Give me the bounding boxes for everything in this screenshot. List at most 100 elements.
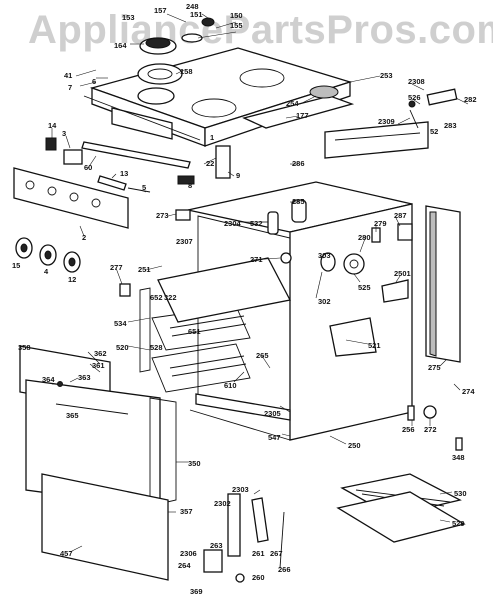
- callout-260: 260: [252, 573, 265, 582]
- callout-369: 369: [190, 587, 203, 596]
- flue-cover[interactable]: [309, 85, 339, 99]
- callout-274: 274: [462, 387, 475, 396]
- knob-15-center-icon: [20, 243, 28, 253]
- callout-287: 287: [394, 211, 407, 220]
- burner-opening-front-right: [191, 98, 237, 118]
- oven-bottom-2305[interactable]: [195, 393, 291, 421]
- callout-362: 362: [94, 349, 107, 358]
- part-2501[interactable]: [381, 279, 409, 303]
- oven-cavity-outline: [197, 215, 291, 421]
- part-303[interactable]: [320, 252, 336, 272]
- part-277[interactable]: [119, 283, 131, 297]
- bracket-part-9[interactable]: [215, 145, 231, 179]
- storage-drawer-rail[interactable]: [324, 121, 429, 159]
- part-256[interactable]: [407, 405, 415, 421]
- callout-267: 267: [270, 549, 283, 558]
- surface-burners: [137, 17, 215, 105]
- clock-part-60[interactable]: [63, 149, 83, 165]
- manifold-bracket-1[interactable]: [81, 141, 191, 169]
- callout-261: 261: [252, 549, 265, 558]
- callout-4: 4: [44, 267, 49, 276]
- broiler-pan-assembly: [336, 473, 466, 543]
- part-285[interactable]: [291, 199, 307, 223]
- valve-tube: [409, 109, 419, 129]
- gas-line-5: [127, 187, 151, 193]
- part-261[interactable]: [251, 497, 269, 543]
- callout-652: 652: [150, 293, 163, 302]
- side-bracket-521[interactable]: [329, 317, 377, 357]
- door-seal-350[interactable]: [149, 397, 177, 507]
- callout-357: 357: [180, 507, 193, 516]
- oven-side-rail: [139, 287, 151, 373]
- callout-13: 13: [120, 169, 128, 178]
- rack-rod-2: [171, 323, 247, 337]
- callout-547: 547: [268, 433, 281, 442]
- callout-9: 9: [236, 171, 240, 180]
- part-287[interactable]: [397, 223, 413, 241]
- callout-8: 8: [188, 181, 192, 190]
- callout-177: 177: [296, 111, 309, 120]
- callout-265: 265: [256, 351, 269, 360]
- callout-248: 248: [186, 2, 199, 11]
- callout-358: 358: [18, 343, 31, 352]
- part-8[interactable]: [177, 175, 195, 185]
- spring-267[interactable]: [279, 511, 285, 569]
- callout-256: 256: [402, 425, 415, 434]
- cooktop-assembly: [83, 47, 353, 147]
- callout-280: 280: [358, 233, 371, 242]
- callout-271: 271: [250, 255, 263, 264]
- part-532[interactable]: [267, 211, 279, 235]
- callout-41: 41: [64, 71, 72, 80]
- burner-rear-small[interactable]: [181, 33, 203, 43]
- oven-racks: [151, 257, 291, 393]
- callout-5: 5: [142, 183, 146, 192]
- door-handle[interactable]: [55, 403, 129, 415]
- callout-2304: 2304: [224, 219, 242, 228]
- control-knobs: [15, 237, 81, 273]
- callout-250: 250: [348, 441, 361, 450]
- callout-60: 60: [84, 163, 92, 172]
- oven-burner-port-inner: [349, 259, 359, 269]
- door-screw: [57, 381, 63, 387]
- oven-rack-lower[interactable]: [151, 343, 251, 393]
- burner-head-rear: [145, 37, 171, 49]
- part-2302[interactable]: [227, 493, 241, 557]
- burner-drip-bowl[interactable]: [137, 87, 175, 105]
- storage-drawer-457[interactable]: [41, 473, 169, 581]
- callout-348: 348: [452, 453, 465, 462]
- part-271[interactable]: [280, 252, 292, 264]
- gas-valve-body[interactable]: [426, 88, 458, 106]
- callout-264: 264: [178, 561, 191, 570]
- control-panel-hole-1: [25, 180, 35, 190]
- control-panel[interactable]: [13, 167, 129, 229]
- callout-15: 15: [12, 261, 20, 270]
- switch-part-14[interactable]: [45, 137, 57, 151]
- callout-457: 457: [60, 549, 73, 558]
- part-272[interactable]: [423, 405, 437, 419]
- callout-610: 610: [224, 381, 237, 390]
- callout-363: 363: [78, 373, 91, 382]
- broiler-pan-529[interactable]: [336, 491, 466, 543]
- regulator-part-13[interactable]: [97, 175, 127, 191]
- part-348[interactable]: [455, 437, 463, 451]
- callout-651: 651: [188, 327, 201, 336]
- knob-12-center-icon: [68, 257, 76, 267]
- burner-grate-front[interactable]: [137, 63, 183, 85]
- part-260[interactable]: [235, 573, 245, 583]
- control-panel-hole-2: [47, 186, 57, 196]
- rack-rod-1: [169, 315, 245, 329]
- callout-22: 22: [206, 159, 214, 168]
- part-2306[interactable]: [203, 549, 223, 573]
- callout-157: 157: [154, 6, 167, 15]
- callout-2306: 2306: [180, 549, 197, 558]
- callout-279: 279: [374, 219, 387, 228]
- callout-151: 151: [190, 10, 203, 19]
- callout-521: 521: [368, 341, 381, 350]
- backsplash-trim: [83, 95, 201, 141]
- callout-2: 2: [82, 233, 86, 242]
- part-273[interactable]: [175, 209, 191, 221]
- ignitor-knob: [201, 17, 215, 27]
- knob-4-center-icon: [44, 250, 52, 260]
- callout-277: 277: [110, 263, 123, 272]
- rear-panel-insulation: [429, 211, 437, 357]
